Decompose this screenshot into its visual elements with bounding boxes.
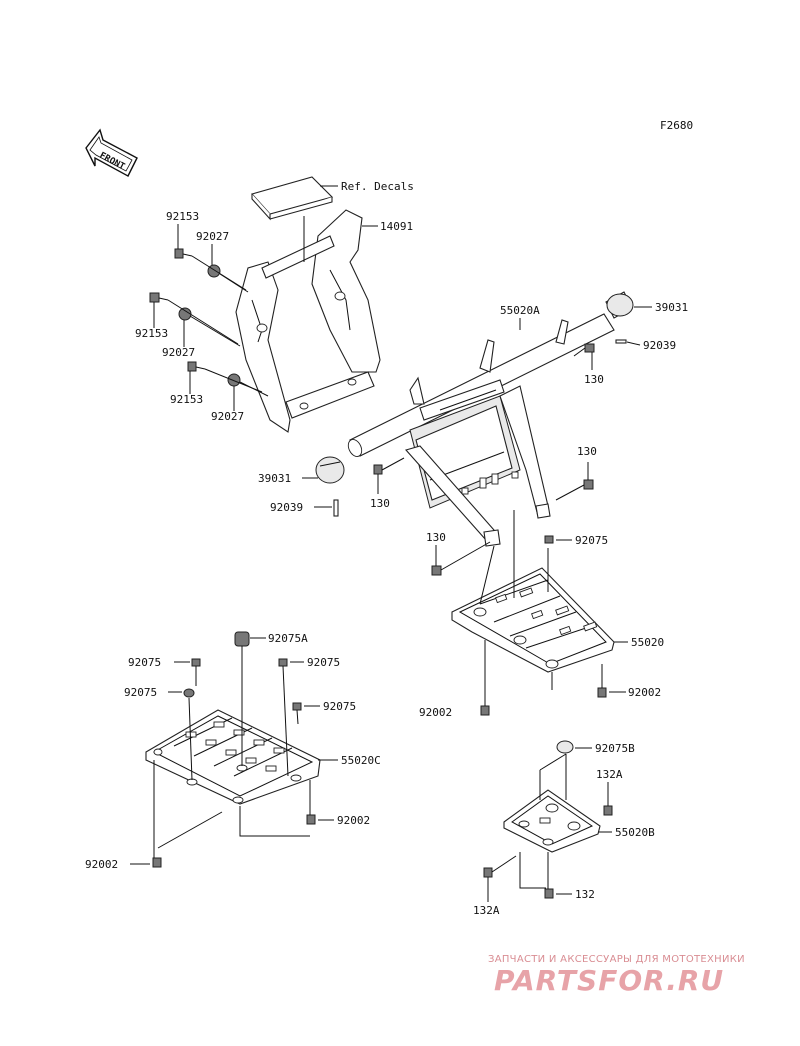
nut-92075-d bbox=[183, 688, 195, 698]
label-92039-b: 92039 bbox=[270, 501, 303, 514]
bolt-92002-c bbox=[306, 814, 316, 825]
label-92075A: 92075A bbox=[268, 632, 308, 645]
bolt-132A-b bbox=[483, 855, 517, 878]
label-92075-a: 92075 bbox=[575, 534, 608, 547]
nut-92027-c bbox=[227, 373, 241, 387]
nut-92027-b bbox=[178, 307, 192, 321]
label-92075B: 92075B bbox=[595, 742, 635, 755]
label-92153-a: 92153 bbox=[166, 210, 199, 223]
label-ref-decals: Ref. Decals bbox=[341, 180, 414, 193]
label-55020B: 55020B bbox=[615, 826, 655, 839]
label-132A-a: 132A bbox=[596, 768, 623, 781]
label-130-a: 130 bbox=[584, 373, 604, 386]
label-130-c: 130 bbox=[577, 445, 597, 458]
label-55020: 55020 bbox=[631, 636, 664, 649]
cap-39031-b bbox=[315, 456, 345, 484]
label-92075-b: 92075 bbox=[128, 656, 161, 669]
skid-plate-55020 bbox=[451, 567, 615, 673]
skid-plate-55020C bbox=[145, 709, 321, 805]
label-14091: 14091 bbox=[380, 220, 413, 233]
label-92027-a: 92027 bbox=[196, 230, 229, 243]
watermark-tagline: ЗАПЧАСТИ И АКСЕССУАРЫ ДЛЯ МОТОТЕХНИКИ bbox=[488, 954, 745, 965]
bolt-92153-b bbox=[149, 292, 169, 303]
label-92002-a: 92002 bbox=[419, 706, 452, 719]
label-130-b: 130 bbox=[370, 497, 390, 510]
spacer-92075B bbox=[556, 740, 574, 754]
bolt-92153-c bbox=[187, 361, 206, 372]
bolt-92002-d bbox=[152, 857, 162, 868]
pin-92039-b bbox=[333, 499, 339, 517]
label-92153-b: 92153 bbox=[135, 327, 168, 340]
skid-plate-55020B bbox=[503, 789, 601, 853]
bolt-130-d bbox=[431, 541, 491, 576]
label-39031-a: 39031 bbox=[655, 301, 688, 314]
label-132A-b: 132A bbox=[473, 904, 500, 917]
label-92153-c: 92153 bbox=[170, 393, 203, 406]
bolt-130-a bbox=[573, 343, 595, 357]
front-arrow-icon: FRONT bbox=[85, 128, 138, 177]
nut-92075-c bbox=[278, 658, 288, 667]
label-92002-c: 92002 bbox=[337, 814, 370, 827]
label-55020C: 55020C bbox=[341, 754, 381, 767]
label-39031-b: 39031 bbox=[258, 472, 291, 485]
pin-92039-a bbox=[615, 339, 627, 344]
bolt-132A-a bbox=[603, 805, 613, 816]
label-130-d: 130 bbox=[426, 531, 446, 544]
nut-92075-a bbox=[544, 535, 554, 544]
label-92075-d: 92075 bbox=[124, 686, 157, 699]
watermark-logo: PARTSFOR.RU bbox=[494, 964, 725, 997]
label-92027-c: 92027 bbox=[211, 410, 244, 423]
label-92039-a: 92039 bbox=[643, 339, 676, 352]
ref-decals-sheet bbox=[251, 176, 334, 221]
nut-92075-e bbox=[292, 702, 302, 711]
bolt-92002-b bbox=[597, 687, 607, 698]
label-92002-b: 92002 bbox=[628, 686, 661, 699]
bolt-92002-a bbox=[480, 705, 490, 716]
bolt-130-c bbox=[555, 479, 594, 501]
guard-14091 bbox=[235, 209, 381, 433]
cap-39031-a bbox=[605, 291, 634, 319]
nut-92075-b bbox=[191, 658, 201, 667]
label-132: 132 bbox=[575, 888, 595, 901]
label-55020A: 55020A bbox=[500, 304, 540, 317]
label-92027-b: 92027 bbox=[162, 346, 195, 359]
bolt-132 bbox=[544, 888, 554, 899]
label-92002-d: 92002 bbox=[85, 858, 118, 871]
spacer-92075A bbox=[234, 631, 250, 647]
label-92075-c: 92075 bbox=[307, 656, 340, 669]
bolt-92153-a bbox=[174, 248, 193, 259]
bolt-130-b bbox=[373, 457, 405, 475]
diagram-code: F2680 bbox=[660, 119, 693, 132]
frame-55020A bbox=[347, 313, 615, 547]
label-92075-e: 92075 bbox=[323, 700, 356, 713]
